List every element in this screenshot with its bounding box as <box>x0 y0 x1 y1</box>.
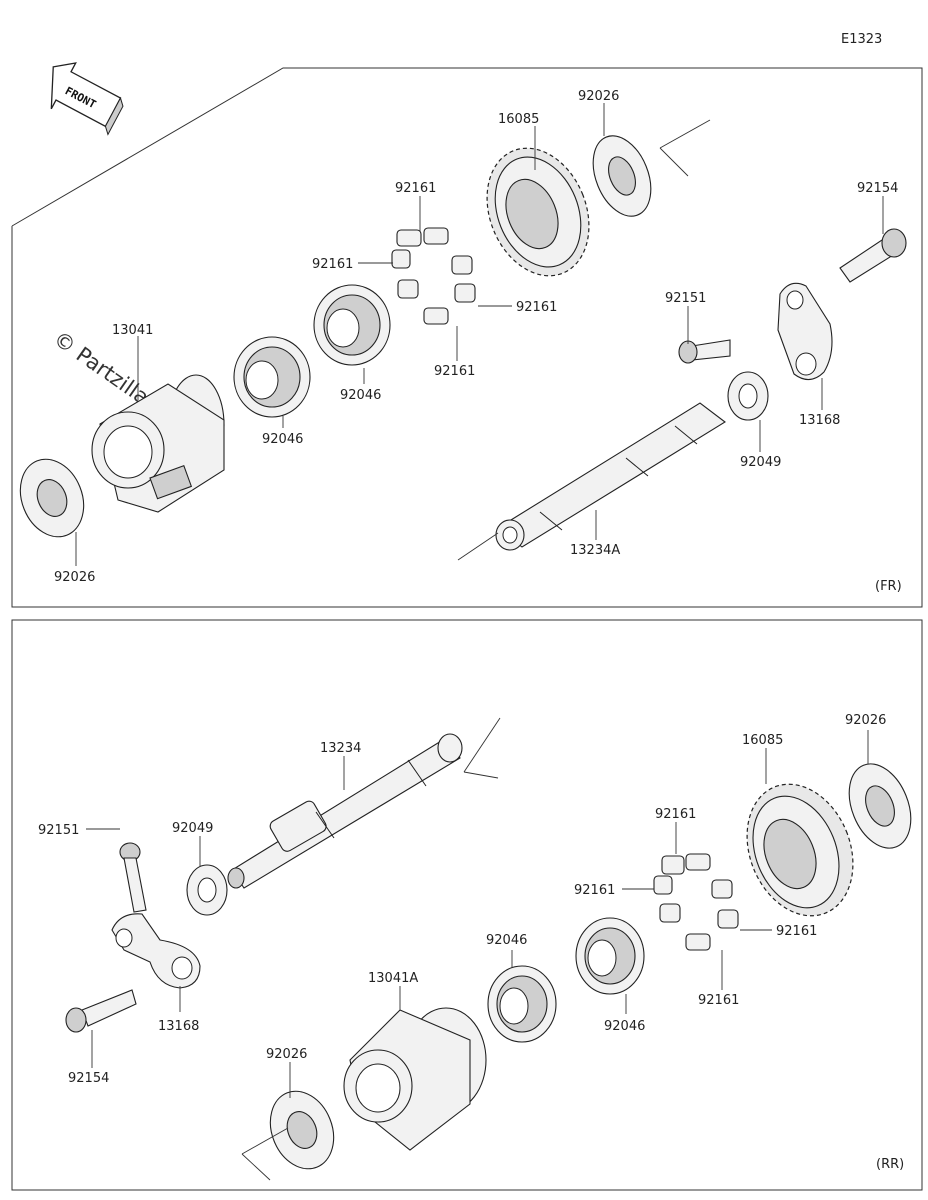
arrow-top-fr <box>659 119 711 149</box>
needle-bearing-2-fr <box>313 284 391 366</box>
needle-bearing-1-fr <box>233 336 311 418</box>
label-rubber-4-rr: 92161 <box>698 993 739 1008</box>
label-rubber-4-fr: 92161 <box>434 364 475 379</box>
gear-rr <box>746 783 854 917</box>
label-sprocket-rr: 13041A <box>368 971 418 986</box>
panel-fr-frame <box>11 67 923 608</box>
needle-bearing-2-rr <box>575 917 645 995</box>
bolt-rr <box>65 989 137 1033</box>
label-rubber-2-fr: 92161 <box>312 257 353 272</box>
arrow-rr-shaft-2 <box>463 771 499 779</box>
arrow-top-fr-2 <box>659 147 689 177</box>
shaft-rr <box>227 733 463 889</box>
label-washer-bottom-rr: 92026 <box>266 1047 307 1062</box>
label-shaft-rr: 13234 <box>320 741 361 756</box>
panel-rr-frame <box>11 619 923 1191</box>
label-lever-fr: 13168 <box>799 413 840 428</box>
label-bolt-fr: 92154 <box>857 181 898 196</box>
arrow-rr-bottom-2 <box>241 1153 271 1181</box>
label-shaft-fr: 13234A <box>570 543 620 558</box>
sprocket-fr <box>91 374 225 513</box>
arrow-rr-bottom <box>241 1127 289 1155</box>
label-seal-rr: 92049 <box>172 821 213 836</box>
label-bearing-2-rr: 92046 <box>604 1019 645 1034</box>
washer-top-rr <box>848 763 912 849</box>
panel-rr-tag: (RR) <box>876 1157 904 1172</box>
panel-fr: (FR) © Partzilla.com <box>11 67 923 608</box>
label-rubber-1-fr: 92161 <box>395 181 436 196</box>
label-gear-fr: 16085 <box>498 112 539 127</box>
label-washer-top-rr: 92026 <box>845 713 886 728</box>
arrow-rr-shaft <box>463 717 501 773</box>
label-bolt-small-rr: 92151 <box>38 823 79 838</box>
label-bolt-small-fr: 92151 <box>665 291 706 306</box>
label-bearing-1-fr: 92046 <box>262 432 303 447</box>
oil-seal-rr <box>186 864 228 916</box>
washer-bottom-fr <box>19 458 85 538</box>
rubber-dampers-rr <box>653 853 739 951</box>
panel-rr: (RR) <box>11 619 923 1191</box>
label-seal-fr: 92049 <box>740 455 781 470</box>
label-washer-bottom-fr: 92026 <box>54 570 95 585</box>
label-rubber-2-rr: 92161 <box>574 883 615 898</box>
label-gear-rr: 16085 <box>742 733 783 748</box>
shaft-fr <box>495 402 726 551</box>
washer-bottom-rr <box>269 1090 335 1170</box>
label-rubber-3-rr: 92161 <box>776 924 817 939</box>
label-lever-rr: 13168 <box>158 1019 199 1034</box>
needle-bearing-1-rr <box>487 965 557 1043</box>
bolt-small-fr <box>678 339 731 364</box>
label-washer-top-fr: 92026 <box>578 89 619 104</box>
gear-fr <box>486 147 590 277</box>
sprocket-rr <box>343 1007 487 1151</box>
label-rubber-3-fr: 92161 <box>516 300 557 315</box>
washer-top-fr <box>592 135 652 217</box>
rubber-dampers-fr <box>391 227 476 325</box>
front-arrow-icon: FRONT <box>50 62 124 136</box>
diagram-code: E1323 <box>841 32 882 47</box>
shaft-fr-axis <box>457 532 499 561</box>
label-rubber-1-rr: 92161 <box>655 807 696 822</box>
bolt-small-rr <box>119 842 147 913</box>
lever-rr <box>111 913 201 989</box>
bolt-fr <box>839 228 907 283</box>
label-sprocket-fr: 13041 <box>112 323 153 338</box>
lever-fr <box>777 282 833 381</box>
oil-seal-fr <box>727 371 769 421</box>
panel-fr-tag: (FR) <box>875 579 902 594</box>
label-bearing-1-rr: 92046 <box>486 933 527 948</box>
label-bearing-2-fr: 92046 <box>340 388 381 403</box>
label-bolt-rr: 92154 <box>68 1071 109 1086</box>
